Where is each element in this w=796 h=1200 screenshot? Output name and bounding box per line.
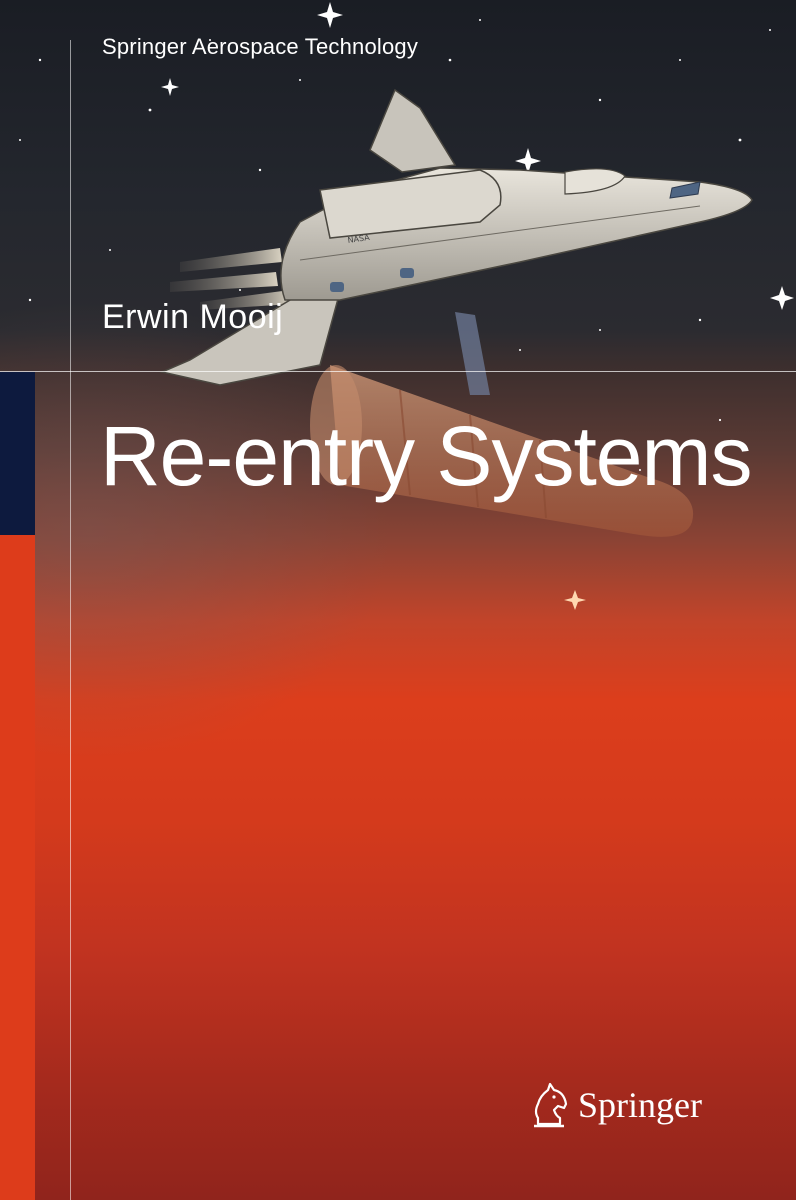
booster-rocket (310, 312, 694, 537)
spaceplane: NASA (159, 88, 753, 386)
navy-spine-band (0, 372, 35, 535)
star-field (19, 2, 794, 610)
nasa-marking: NASA (347, 233, 371, 245)
earth-globe-shadow (0, 300, 390, 760)
book-title: Re-entry Systems (100, 409, 752, 503)
publisher-logo: Springer (530, 1082, 702, 1128)
orange-spine-band (0, 535, 35, 1200)
vertical-rule (70, 40, 71, 1200)
horizontal-rule (0, 371, 796, 372)
author-name: Erwin Mooij (102, 298, 284, 336)
publisher-name: Springer (578, 1085, 702, 1125)
series-title: Springer Aerospace Technology (102, 34, 419, 59)
horse-head-icon (534, 1082, 568, 1128)
